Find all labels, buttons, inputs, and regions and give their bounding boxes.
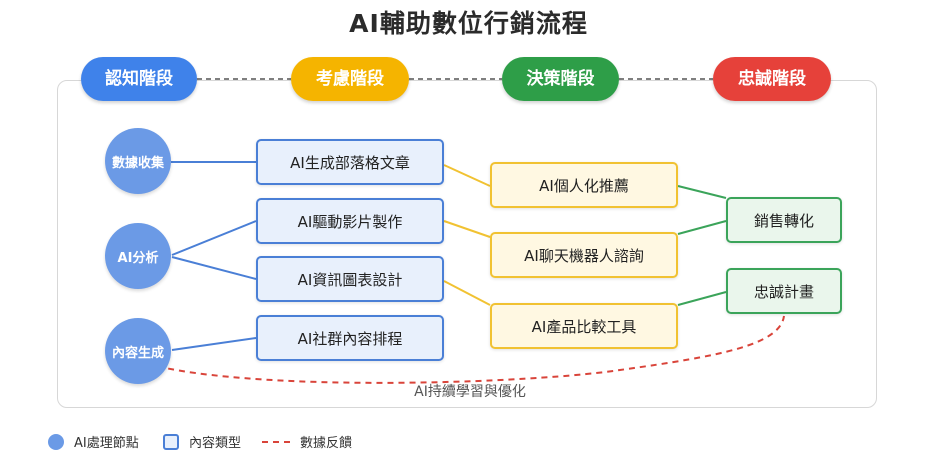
outcome-box-sales: 銷售轉化: [726, 197, 842, 243]
legend-content-type: 內容類型: [163, 432, 241, 451]
link-analysis-infographic: [171, 256, 257, 280]
ai-node-content-generation: 內容生成: [105, 318, 171, 384]
feedback-curve: [115, 315, 785, 384]
legend-circle-icon: [48, 433, 64, 450]
stage-loyalty: 忠誠階段: [713, 57, 831, 101]
stage-decision: 決策階段: [502, 57, 619, 101]
link-generate-social: [171, 337, 257, 351]
outcome-box-loyalty: 忠誠計畫: [726, 268, 842, 314]
link-infographic-compare: [443, 280, 491, 306]
content-box-label: AI資訊圖表設計: [297, 270, 403, 289]
legend-content-type-label: 內容類型: [189, 436, 242, 451]
consider-box-comparison: AI產品比較工具: [490, 303, 678, 349]
stage-loyalty-label: 忠誠階段: [738, 69, 806, 89]
stage-awareness-label: 認知階段: [105, 69, 173, 89]
link-compare-loyalty: [677, 291, 727, 306]
content-box-label: AI驅動影片製作: [297, 212, 403, 231]
ai-node-label: 內容生成: [111, 345, 164, 361]
consider-box-chatbot: AI聊天機器人諮詢: [490, 232, 678, 278]
ai-node-label: AI分析: [117, 250, 159, 266]
consider-box-personalized: AI個人化推薦: [490, 162, 678, 208]
link-chatbot-sales: [677, 220, 727, 235]
link-video-chatbot: [443, 220, 491, 238]
content-box-blog: AI生成部落格文章: [256, 139, 444, 185]
consider-box-label: AI聊天機器人諮詢: [524, 246, 644, 265]
link-analysis-video: [171, 220, 257, 256]
content-box-label: AI生成部落格文章: [290, 153, 410, 172]
stage-decision-label: 決策階段: [526, 69, 595, 89]
legend-square-icon: [163, 433, 179, 450]
outcome-box-label: 銷售轉化: [753, 211, 814, 230]
legend-data-feedback: 數據反饋: [262, 432, 352, 451]
diagram-frame: [57, 80, 877, 408]
consider-box-label: AI產品比較工具: [531, 317, 637, 336]
content-box-video: AI驅動影片製作: [256, 198, 444, 244]
feedback-label: AI持續學習與優化: [414, 384, 526, 400]
content-box-social: AI社群內容排程: [256, 315, 444, 361]
legend-ai-node: AI處理節點: [48, 432, 139, 451]
stage-consideration: 考慮階段: [291, 57, 409, 101]
legend-dashed-line-icon: [262, 440, 290, 443]
ai-node-data-collection: 數據收集: [105, 128, 171, 194]
diagram-title: AI輔助數位行銷流程: [349, 9, 588, 38]
link-blog-personal: [443, 164, 491, 187]
consider-box-label: AI個人化推薦: [539, 176, 629, 195]
content-box-label: AI社群內容排程: [297, 329, 403, 348]
stage-consideration-label: 考慮階段: [316, 69, 384, 89]
content-box-infographic: AI資訊圖表設計: [256, 256, 444, 302]
link-personal-sales: [677, 185, 727, 199]
legend-ai-node-label: AI處理節點: [74, 436, 139, 451]
legend-data-feedback-label: 數據反饋: [300, 436, 353, 451]
stage-awareness: 認知階段: [81, 57, 197, 101]
ai-node-analysis: AI分析: [105, 223, 171, 289]
ai-node-label: 數據收集: [111, 155, 164, 171]
outcome-box-label: 忠誠計畫: [753, 282, 814, 301]
